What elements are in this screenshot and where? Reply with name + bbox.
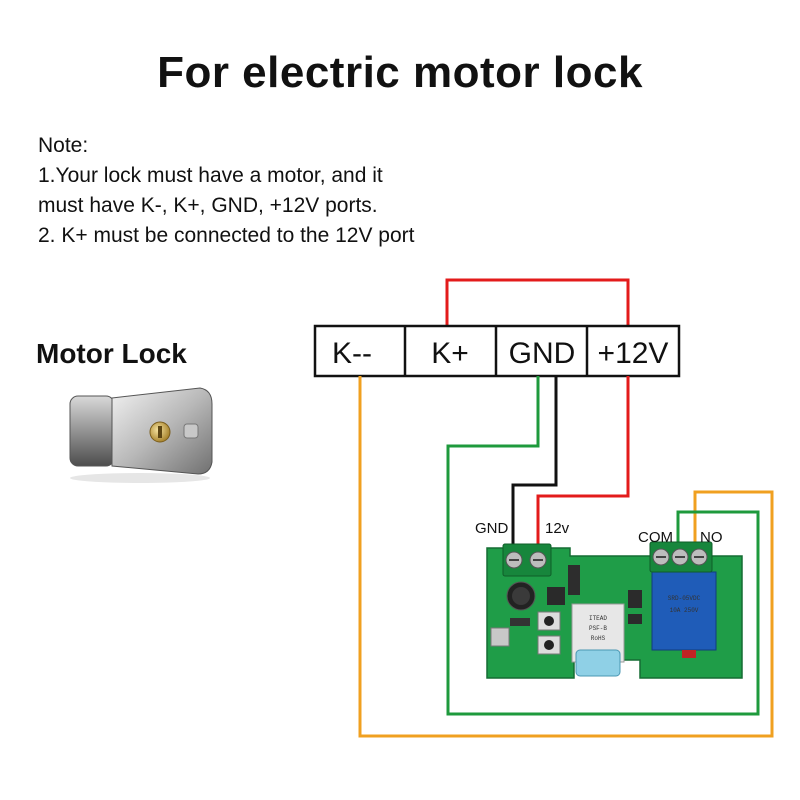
board-gnd-label: GND	[475, 520, 509, 537]
note-block: Note: 1.Your lock must have a motor, and…	[38, 131, 415, 251]
orange-wire-k-minus	[358, 376, 774, 738]
board-com-label: COM	[638, 529, 673, 546]
note-line-1: 1.Your lock must have a motor, and it	[38, 164, 383, 187]
svg-text:SRD-05VDC: SRD-05VDC	[668, 595, 701, 602]
svg-text:RoHS: RoHS	[591, 635, 606, 642]
terminal-plus-12v: +12V	[598, 337, 669, 370]
terminal-k-minus: K--	[332, 337, 372, 370]
page-title: For electric motor lock	[157, 48, 643, 97]
svg-text:ITEAD: ITEAD	[589, 615, 607, 622]
black-wire-gnd	[511, 376, 558, 546]
terminal-k-plus: K+	[431, 337, 469, 370]
terminal-block: K-- K+ GND +12V	[313, 324, 681, 378]
motor-lock-label: Motor Lock	[36, 338, 187, 369]
motor-lock-image	[69, 387, 213, 483]
board-no-label: NO	[700, 529, 723, 546]
board-12v-label: 12v	[545, 520, 570, 537]
relay-board: ITEAD PSF-B RoHS SRD-05VDC 10A 250V	[486, 541, 743, 679]
svg-text:10A 250V: 10A 250V	[670, 607, 699, 614]
red-wire-12v	[536, 376, 630, 546]
red-jumper-wire	[445, 278, 630, 326]
note-heading: Note:	[38, 134, 89, 157]
green-wire-gnd	[446, 376, 760, 716]
note-line-2: must have K-, K+, GND, +12V ports.	[38, 194, 378, 217]
note-line-3: 2. K+ must be connected to the 12V port	[38, 224, 415, 247]
svg-text:PSF-B: PSF-B	[589, 625, 607, 632]
terminal-gnd: GND	[509, 337, 576, 370]
